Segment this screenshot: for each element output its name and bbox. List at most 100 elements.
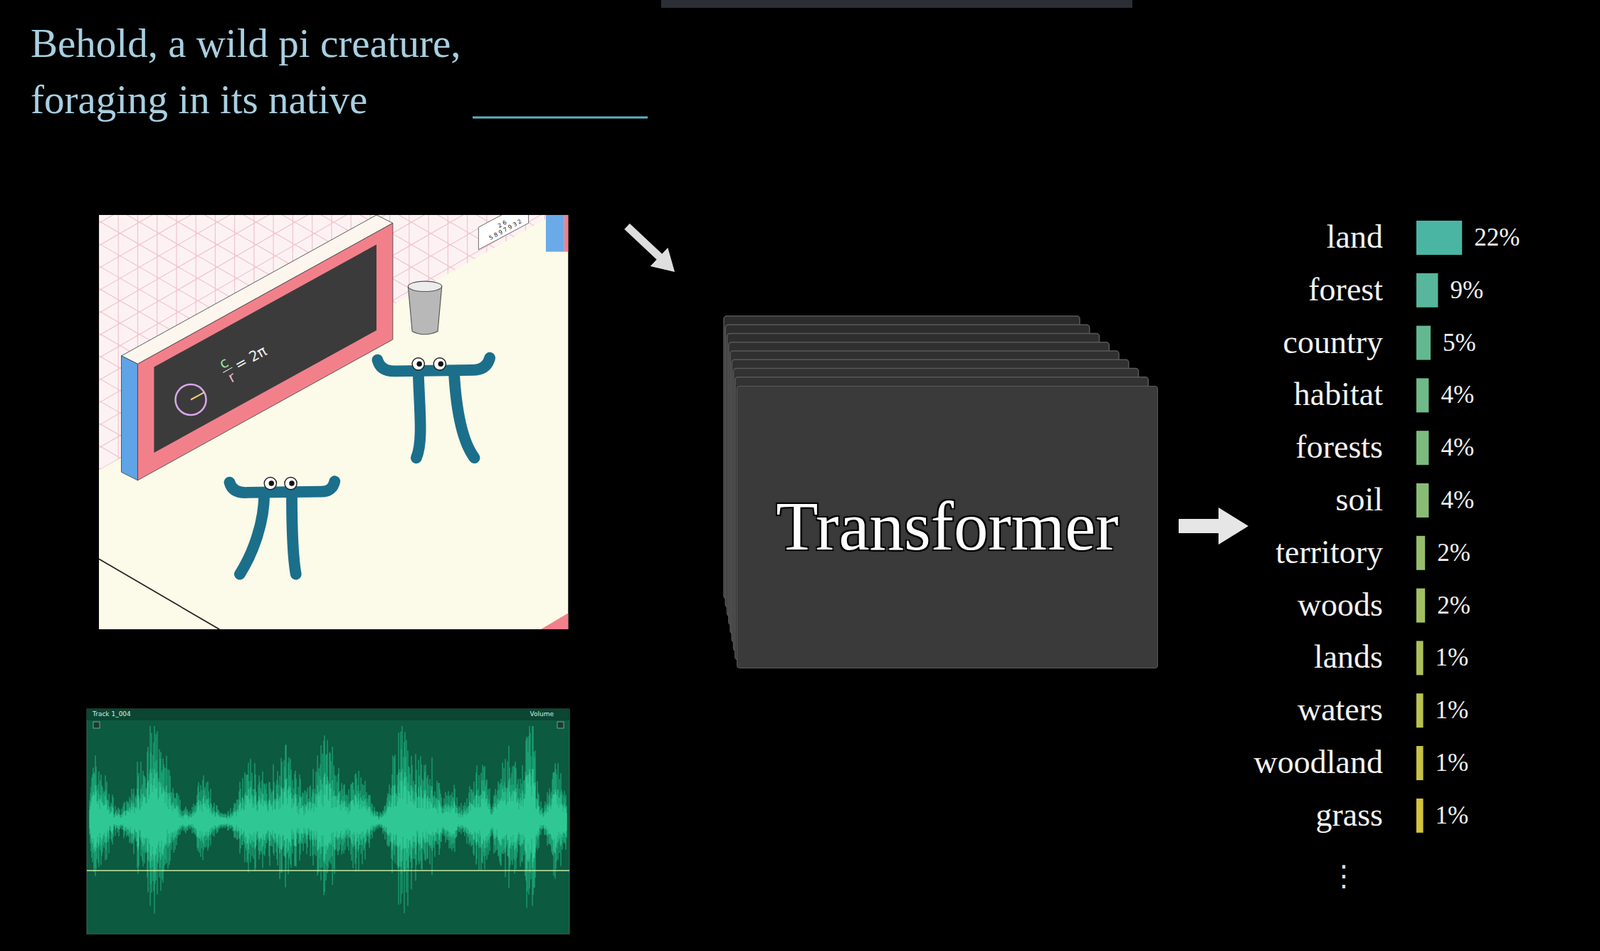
wave-sample — [124, 810, 126, 830]
wave-sample — [138, 772, 140, 866]
wave-sample — [554, 794, 556, 839]
wave-sample — [99, 809, 101, 833]
wave-sample — [477, 795, 479, 842]
wave-sample — [105, 775, 107, 860]
wave-sample — [202, 812, 203, 832]
wave-sample — [340, 801, 342, 839]
wave-sample — [167, 792, 169, 848]
wave-sample — [486, 779, 488, 860]
wave-sample — [407, 782, 409, 868]
wave-sample — [130, 799, 132, 842]
wave-sample — [137, 788, 139, 847]
wave-sample — [124, 802, 126, 836]
wave-sample — [418, 787, 420, 843]
wave-sample — [238, 804, 240, 833]
wave-sample — [298, 809, 300, 836]
wave-sample — [190, 814, 192, 828]
wave-sample — [274, 808, 276, 833]
wave-sample — [115, 812, 117, 830]
wave-sample — [138, 776, 139, 875]
wave-sample — [483, 798, 484, 839]
wave-sample — [185, 806, 187, 834]
wave-sample — [90, 792, 92, 844]
wave-sample — [353, 800, 354, 847]
wave-sample — [502, 762, 504, 854]
wave-sample — [515, 761, 517, 861]
wave-sample — [402, 768, 403, 862]
wave-sample — [553, 772, 554, 856]
wave-sample — [553, 794, 554, 840]
wave-sample — [341, 782, 343, 855]
wave-sample — [291, 808, 293, 829]
wave-sample — [353, 789, 355, 841]
probability-bars — [1416, 220, 1462, 833]
wave-sample — [311, 802, 312, 836]
wave-sample — [180, 809, 181, 829]
wave-sample — [469, 786, 471, 843]
wave-sample — [163, 763, 165, 872]
wave-sample — [338, 792, 340, 838]
wave-sample — [146, 787, 148, 851]
wave-sample — [466, 810, 467, 833]
wave-sample — [158, 777, 160, 857]
wave-sample — [103, 793, 104, 845]
wave-sample — [148, 780, 149, 860]
wave-sample — [382, 817, 383, 825]
wave-sample — [173, 805, 175, 839]
wave-sample — [319, 796, 321, 842]
wave-sample — [281, 758, 282, 873]
wave-sample — [543, 816, 545, 825]
wave-sample — [148, 780, 150, 852]
wave-sample — [320, 764, 321, 868]
wave-sample — [481, 780, 483, 862]
wave-sample — [244, 794, 246, 844]
wave-sample — [435, 808, 437, 833]
wave-sample — [426, 809, 428, 832]
wave-sample — [338, 795, 339, 840]
wave-sample — [278, 800, 280, 836]
wave-sample — [445, 792, 447, 843]
wave-sample — [283, 791, 284, 846]
formula-symbol: = 2π — [232, 343, 270, 373]
wave-sample — [130, 812, 131, 827]
wave-sample — [312, 803, 314, 840]
wave-sample — [370, 795, 371, 840]
wave-sample — [358, 793, 360, 850]
wave-sample — [350, 801, 351, 838]
wave-sample — [335, 807, 336, 838]
wave-sample — [479, 795, 481, 838]
wave-sample — [323, 795, 324, 847]
wave-sample — [89, 800, 91, 835]
wave-sample — [198, 800, 200, 837]
wave-sample — [105, 795, 107, 843]
wave-sample — [548, 795, 550, 845]
wave-sample — [331, 807, 333, 833]
wave-sample — [550, 805, 551, 834]
wave-sample — [523, 793, 524, 845]
chalkboard — [153, 244, 377, 453]
wave-sample — [442, 814, 444, 829]
wave-sample — [279, 775, 281, 880]
wave-sample — [321, 803, 323, 835]
wave-sample — [375, 810, 376, 828]
wave-sample — [160, 782, 162, 860]
wave-sample — [251, 794, 253, 840]
wave-sample — [223, 817, 225, 825]
wave-sample — [330, 753, 331, 858]
wave-sample — [218, 814, 220, 825]
wave-sample — [298, 814, 300, 829]
wave-sample — [288, 757, 290, 860]
wave-sample — [375, 812, 377, 830]
wave-sample — [150, 783, 152, 856]
wave-sample — [195, 812, 196, 830]
wave-sample — [170, 805, 172, 834]
wave-sample — [145, 803, 147, 840]
wave-sample — [106, 790, 107, 850]
wave-sample — [217, 805, 218, 831]
wave-sample — [461, 802, 462, 835]
wave-sample — [444, 808, 445, 830]
probability-bar — [1416, 325, 1431, 361]
token-word: habitat — [1293, 377, 1383, 411]
wave-sample — [451, 792, 453, 851]
wave-sample — [212, 807, 214, 836]
